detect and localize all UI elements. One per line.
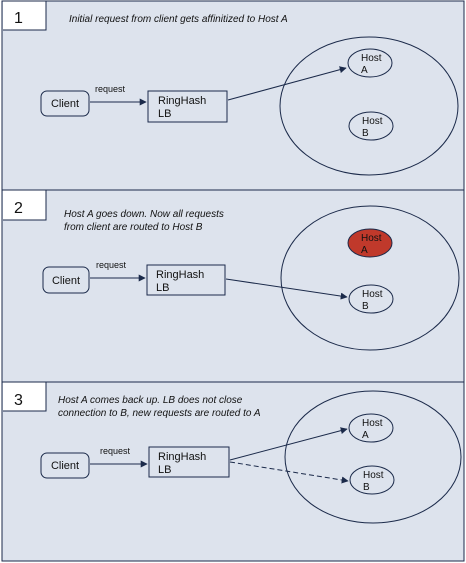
panel-2-caption-line-2: from client are routed to Host B — [64, 222, 203, 233]
host-b-label-line-2: B — [362, 301, 369, 312]
client-node — [42, 266, 90, 294]
host-a-label-line-1: Host — [362, 418, 383, 429]
ringhash-lb-node — [148, 446, 230, 478]
host-pool-circle — [280, 205, 460, 351]
host-pool-circle — [279, 36, 459, 176]
host-a-node — [348, 413, 394, 443]
host-b-node — [349, 465, 395, 495]
host-b-label-line-1: Host — [362, 289, 383, 300]
host-a-label-line-2: A — [361, 245, 368, 256]
ringhash-lb-label-line-2: LB — [156, 282, 169, 294]
panel-1: 1 Initial request from client gets affin… — [1, 0, 465, 191]
panel-2-number-tab — [3, 189, 47, 221]
host-a-node — [347, 228, 393, 258]
ringhash-lb-label-line-1: RingHash — [158, 451, 206, 463]
panel-2-caption-line-1: Host A goes down. Now all requests — [64, 209, 224, 220]
panel-2-number: 2 — [14, 200, 23, 217]
panel-3-number-tab — [3, 381, 47, 412]
ringhash-lb-label-line-1: RingHash — [156, 269, 204, 281]
host-b-node — [348, 111, 394, 141]
request-label: request — [96, 260, 127, 270]
host-a-label-line-1: Host — [361, 233, 382, 244]
ringhash-lb-node — [146, 264, 226, 296]
panel-3-caption-line-2: connection to B, new requests are routed… — [58, 408, 261, 419]
request-label: request — [95, 84, 126, 94]
panel-3-number: 3 — [14, 392, 23, 409]
ringhash-lb-label-line-1: RingHash — [158, 95, 206, 107]
panel-3-caption-line-1: Host A comes back up. LB does not close — [58, 395, 243, 406]
panel-1-caption-line-1: Initial request from client gets affinit… — [69, 14, 288, 25]
client-node — [40, 90, 90, 117]
host-b-node — [348, 284, 394, 314]
panel-1-number-tab — [3, 0, 47, 31]
client-label: Client — [51, 460, 79, 472]
client-label: Client — [51, 98, 79, 110]
existing-connection-arrow-to-host-b — [229, 461, 349, 484]
host-pool-circle — [284, 390, 462, 524]
panel-2: 2 Host A goes down. Now all requests fro… — [1, 189, 465, 383]
ringhash-lb-node — [147, 90, 228, 123]
host-b-label-line-2: B — [363, 482, 370, 493]
route-arrow-to-host-b — [225, 278, 348, 300]
ringhash-lb-label-line-2: LB — [158, 464, 171, 476]
ringhash-lb-label-line-2: LB — [158, 108, 171, 120]
panel-3: 3 Host A comes back up. LB does not clos… — [1, 381, 465, 562]
host-a-label-line-1: Host — [361, 53, 382, 64]
client-label: Client — [52, 275, 80, 287]
route-arrow-to-host-a — [227, 66, 347, 101]
panel-1-number: 1 — [14, 10, 23, 27]
host-a-label-line-2: A — [362, 430, 369, 441]
host-b-label-line-1: Host — [363, 470, 384, 481]
host-b-label-line-2: B — [362, 128, 369, 139]
route-arrow-to-host-a — [229, 427, 348, 461]
request-label: request — [100, 446, 131, 456]
host-b-label-line-1: Host — [362, 116, 383, 127]
host-a-label-line-2: A — [361, 65, 368, 76]
client-node — [40, 452, 90, 479]
host-a-node — [347, 48, 393, 78]
